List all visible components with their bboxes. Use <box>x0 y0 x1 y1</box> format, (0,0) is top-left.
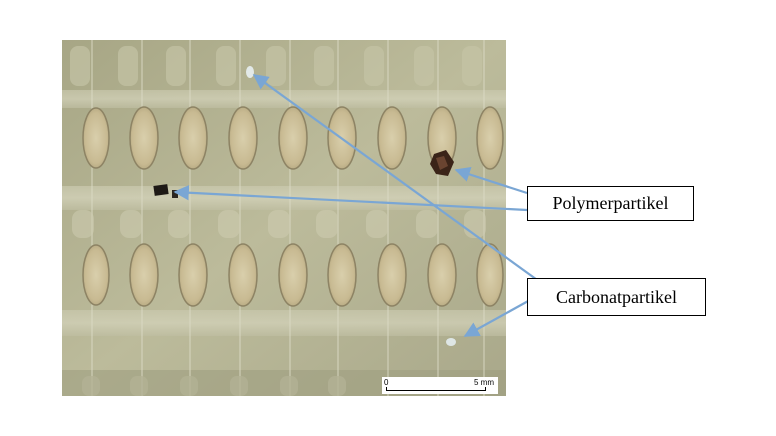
carbonate-particle-bottom <box>446 338 456 346</box>
scale-bar-line <box>386 387 486 391</box>
polymer-label: Polymerpartikel <box>527 186 694 221</box>
scale-bar-end: 5 mm <box>474 378 494 387</box>
carbonate-label-text: Carbonatpartikel <box>556 286 677 307</box>
scale-bar-start: 0 <box>384 378 389 387</box>
polymer-label-text: Polymerpartikel <box>552 193 669 213</box>
carbonate-particle-top <box>246 66 254 78</box>
carbonate-label: Carbonatpartikel <box>527 278 706 316</box>
scale-bar: 0 5 mm <box>382 377 498 394</box>
micrograph-image <box>62 40 506 396</box>
